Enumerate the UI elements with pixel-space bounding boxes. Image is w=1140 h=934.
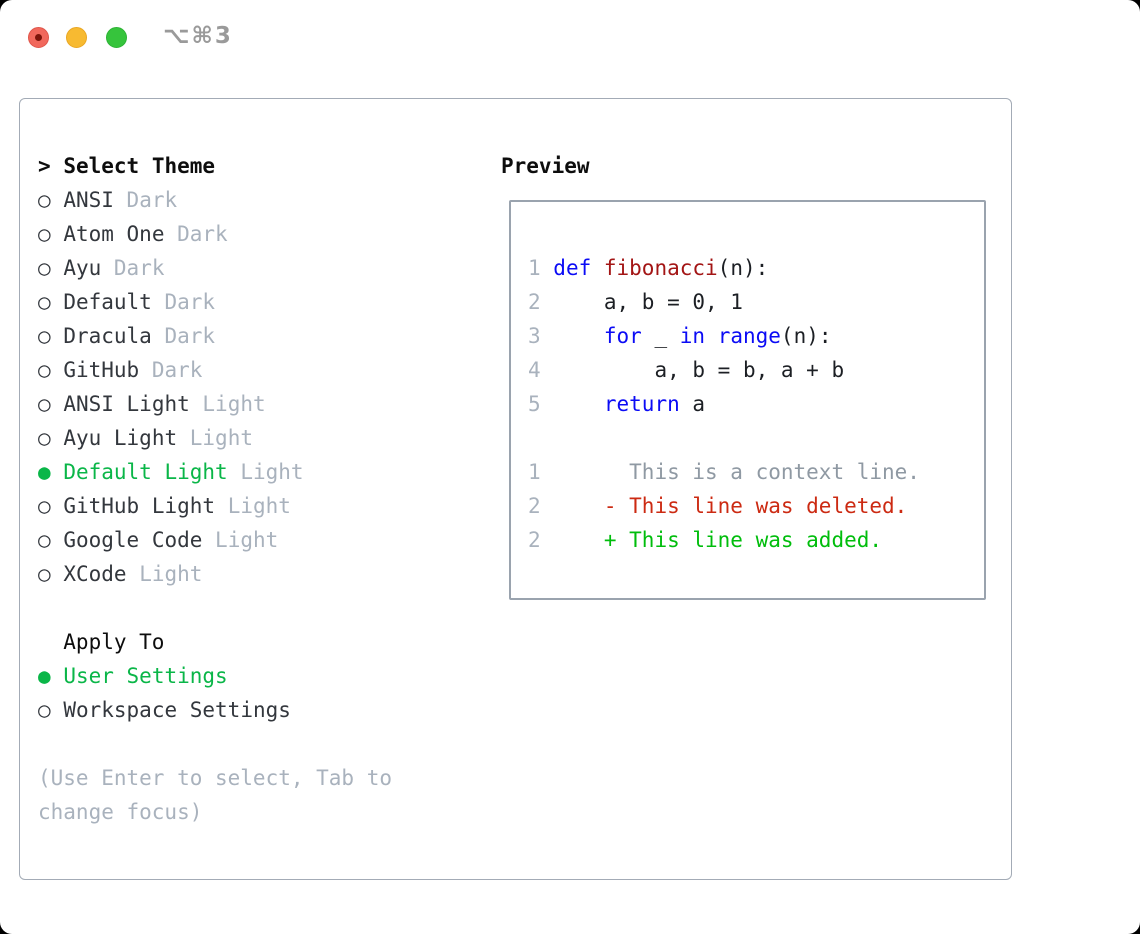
apply-to-title: Apply To	[63, 630, 165, 654]
code-line: 2 a, b = 0, 1	[528, 290, 743, 314]
theme-item-default-light[interactable]: ● Default Light Light	[38, 460, 304, 484]
preview-panel	[509, 200, 986, 600]
spacer	[38, 727, 392, 761]
theme-item-github-light[interactable]: ○ GitHub Light Light	[38, 494, 291, 518]
hint-text-line2: change focus)	[38, 800, 203, 824]
radio-unselected-icon: ○	[38, 392, 51, 416]
theme-variant-badge: Light	[240, 460, 304, 484]
theme-variant-badge: Dark	[126, 188, 178, 212]
radio-unselected-icon: ○	[38, 256, 51, 280]
radio-unselected-icon: ○	[38, 562, 51, 586]
radio-unselected-icon: ○	[38, 188, 51, 212]
close-button[interactable]	[28, 27, 49, 48]
code-line: 5 return a	[528, 392, 706, 416]
theme-variant-badge: Light	[227, 494, 291, 518]
radio-selected-icon: ●	[38, 460, 51, 484]
radio-unselected-icon: ○	[38, 494, 51, 518]
code-line	[528, 421, 920, 455]
theme-item-dracula-dark[interactable]: ○ Dracula Dark	[38, 324, 216, 348]
theme-variant-badge: Dark	[177, 222, 228, 246]
theme-variant-badge: Light	[215, 528, 279, 552]
theme-item-default-dark[interactable]: ○ Default Dark	[38, 290, 216, 314]
theme-item-google-code[interactable]: ○ Google Code Light	[38, 528, 279, 552]
theme-list-header: > Select Theme	[38, 149, 392, 183]
diff-context-line: 1 This is a context line.	[528, 460, 920, 484]
prompt-icon: >	[38, 154, 51, 178]
theme-item-ayu-light[interactable]: ○ Ayu Light Light	[38, 426, 253, 450]
theme-item-atom-one-dark[interactable]: ○ Atom One Dark	[38, 222, 228, 246]
radio-unselected-icon: ○	[38, 358, 51, 382]
theme-variant-badge: Light	[139, 562, 203, 586]
theme-item-xcode[interactable]: ○ XCode Light	[38, 562, 203, 586]
spacer	[38, 591, 392, 625]
theme-variant-badge: Dark	[164, 324, 216, 348]
diff-added-line: 2 + This line was added.	[528, 528, 883, 552]
theme-item-github-dark[interactable]: ○ GitHub Dark	[38, 358, 203, 382]
theme-item-ansi-light[interactable]: ○ ANSI Light Light	[38, 392, 266, 416]
radio-unselected-icon: ○	[38, 324, 51, 348]
radio-unselected-icon: ○	[38, 290, 51, 314]
zoom-button[interactable]	[106, 27, 127, 48]
theme-list: > Select Theme ○ ANSI Dark ○ Atom One Da…	[38, 149, 392, 829]
theme-variant-badge: Dark	[113, 256, 165, 280]
theme-list-title: Select Theme	[63, 154, 216, 178]
radio-selected-icon: ●	[38, 664, 51, 688]
theme-variant-badge: Light	[189, 426, 253, 450]
theme-item-ansi-dark[interactable]: ○ ANSI Dark	[38, 188, 178, 212]
apply-item-user-settings[interactable]: ● User Settings	[38, 664, 228, 688]
window-titlebar: ⌥⌘3	[0, 0, 1140, 74]
radio-unselected-icon: ○	[38, 528, 51, 552]
radio-unselected-icon: ○	[38, 698, 51, 722]
code-line: 3 for _ in range(n):	[528, 324, 832, 348]
minimize-button[interactable]	[66, 27, 87, 48]
preview-title: Preview	[501, 154, 590, 178]
diff-deleted-line: 2 - This line was deleted.	[528, 494, 908, 518]
code-line: 4 a, b = b, a + b	[528, 358, 845, 382]
code-preview: 1 def fibonacci(n): 2 a, b = 0, 1 3 for …	[528, 251, 920, 557]
close-dot-icon	[35, 34, 42, 41]
theme-variant-badge: Dark	[164, 290, 216, 314]
theme-variant-badge: Light	[202, 392, 266, 416]
theme-item-ayu-dark[interactable]: ○ Ayu Dark	[38, 256, 165, 280]
hint-text-line1: (Use Enter to select, Tab to	[38, 766, 393, 790]
radio-unselected-icon: ○	[38, 426, 51, 450]
apply-item-workspace-settings[interactable]: ○ Workspace Settings	[38, 698, 291, 722]
radio-unselected-icon: ○	[38, 222, 51, 246]
theme-variant-badge: Dark	[151, 358, 203, 382]
code-line: 1 def fibonacci(n):	[528, 256, 769, 280]
window-shortcut-label: ⌥⌘3	[163, 23, 233, 49]
